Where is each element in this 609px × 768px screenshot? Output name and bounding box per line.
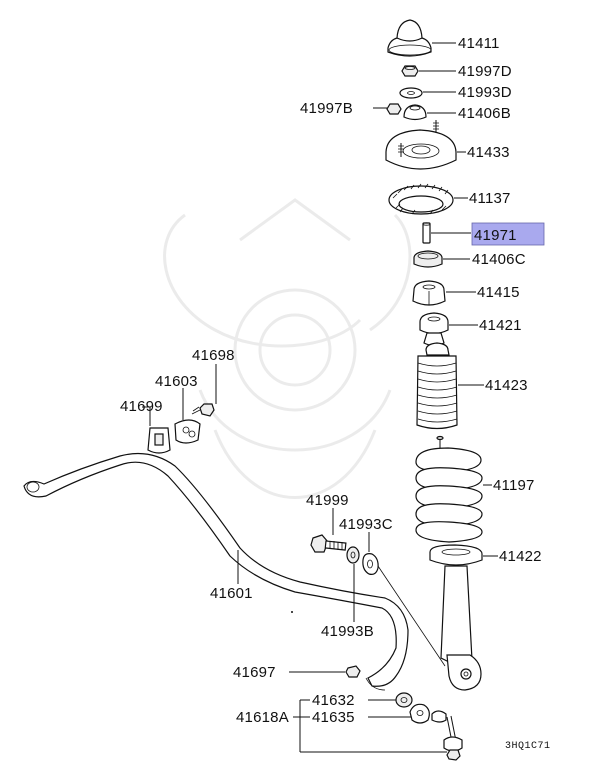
label-41971[interactable]: 41971 <box>474 227 517 244</box>
watermark-emblem <box>163 198 412 499</box>
label-41635[interactable]: 41635 <box>312 709 355 726</box>
label-41993B[interactable]: 41993B <box>321 623 374 640</box>
label-41618A[interactable]: 41618A <box>236 709 289 726</box>
label-41698[interactable]: 41698 <box>192 347 235 364</box>
label-41601[interactable]: 41601 <box>210 585 253 602</box>
part-41415-cup[interactable] <box>412 280 446 306</box>
part-41433-strut-mount[interactable] <box>385 120 457 170</box>
part-41993C-bushing[interactable] <box>362 553 446 667</box>
part-41603-bracket[interactable] <box>174 419 201 444</box>
part-41635-bushing[interactable] <box>409 703 430 724</box>
label-41415[interactable]: 41415 <box>477 284 520 301</box>
label-41603[interactable]: 41603 <box>155 373 198 390</box>
label-41697[interactable]: 41697 <box>233 664 276 681</box>
part-41997B-nut[interactable] <box>386 103 402 115</box>
highlight-41971 <box>471 222 545 246</box>
part-41406C-bushing[interactable] <box>413 250 443 268</box>
part-41423-dust-boot[interactable] <box>416 342 458 430</box>
label-41632[interactable]: 41632 <box>312 692 355 709</box>
part-41422-strut-assembly[interactable] <box>429 544 483 691</box>
label-41406B[interactable]: 41406B <box>458 105 511 122</box>
part-41197-coil-spring[interactable] <box>415 435 483 543</box>
part-41993B-washer[interactable] <box>346 546 360 564</box>
part-41411-dust-cover[interactable] <box>387 19 432 57</box>
part-41971-sleeve[interactable] <box>422 222 431 244</box>
part-41698-bolt[interactable] <box>191 403 215 417</box>
diagram-code: 3HQ1C71 <box>505 741 551 752</box>
part-41697-nut[interactable] <box>345 665 361 678</box>
label-41993C[interactable]: 41993C <box>339 516 393 533</box>
label-41423[interactable]: 41423 <box>485 377 528 394</box>
label-41993D[interactable]: 41993D <box>458 84 512 101</box>
label-41699[interactable]: 41699 <box>120 398 163 415</box>
label-41411[interactable]: 41411 <box>458 35 500 52</box>
label-41422[interactable]: 41422 <box>499 548 542 565</box>
label-41433[interactable]: 41433 <box>467 144 510 161</box>
part-41699-bushing[interactable] <box>147 427 171 454</box>
label-41421[interactable]: 41421 <box>479 317 522 334</box>
part-41993D-washer[interactable] <box>399 87 423 99</box>
part-41421-bump-stop[interactable] <box>419 312 449 347</box>
label-41406C[interactable]: 41406C <box>472 251 526 268</box>
part-41601-stabilizer-bar[interactable] <box>23 453 409 691</box>
label-41137[interactable]: 41137 <box>469 190 511 207</box>
part-41999-bolt[interactable] <box>310 534 347 553</box>
part-link-rod[interactable] <box>431 710 463 761</box>
part-41632-bushing[interactable] <box>395 692 413 708</box>
label-41997B[interactable]: 41997B <box>300 100 353 117</box>
part-41997D-nut[interactable] <box>401 65 419 77</box>
stray-dot <box>291 611 293 613</box>
label-41997D[interactable]: 41997D <box>458 63 512 80</box>
label-41197[interactable]: 41197 <box>493 477 535 494</box>
part-41406B-bushing[interactable] <box>403 104 427 121</box>
label-41999[interactable]: 41999 <box>306 492 349 509</box>
part-41137-spring-seat[interactable] <box>388 183 454 215</box>
leader-41618A-bracket <box>293 699 447 753</box>
